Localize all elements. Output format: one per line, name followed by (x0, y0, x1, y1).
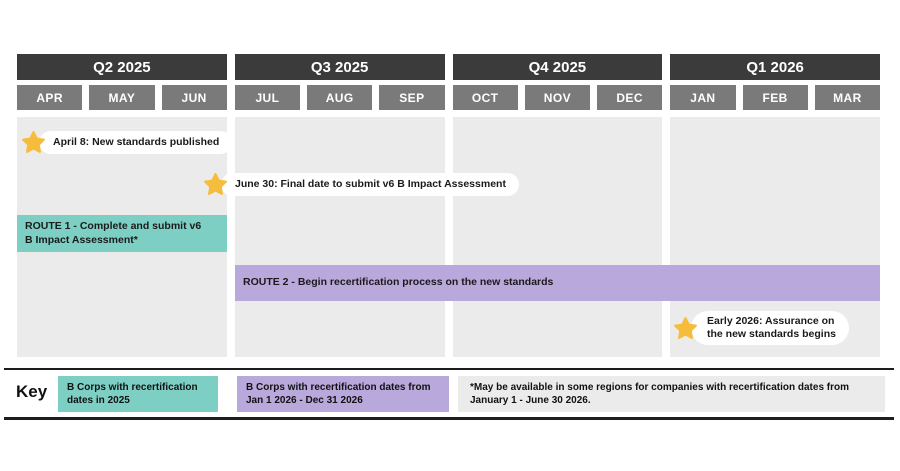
route1-bar: ROUTE 1 - Complete and submit v6 B Impac… (17, 215, 227, 252)
divider-top (4, 368, 894, 370)
quarter-q2-2025: Q2 2025 APR MAY JUN (17, 54, 227, 357)
key-label: Key (16, 382, 48, 401)
quarter-header: Q4 2025 (452, 54, 663, 80)
month-header-nov: NOV (524, 85, 590, 110)
month-header-mar: MAR (814, 85, 880, 110)
divider-bottom (4, 417, 894, 420)
quarter-header: Q2 2025 (17, 54, 227, 80)
month-row: OCT NOV DEC (452, 85, 663, 110)
milestone-label: April 8: New standards published (39, 130, 233, 155)
timeline: Q2 2025 APR MAY JUN Q3 2025 JUL AUG SEP (17, 54, 880, 357)
month-header-sep: SEP (379, 85, 445, 110)
star-icon (22, 131, 45, 153)
quarter-q4-2025: Q4 2025 OCT NOV DEC (452, 54, 663, 357)
key-swatch-recert-2026: B Corps with recertification dates from … (237, 376, 449, 412)
milestone-label: June 30: Final date to submit v6 B Impac… (221, 172, 519, 197)
quarter-body-panel (452, 117, 663, 357)
month-row: JUL AUG SEP (234, 85, 445, 110)
month-header-jun: JUN (161, 85, 227, 110)
month-header-jan: JAN (670, 85, 736, 110)
month-header-aug: AUG (307, 85, 373, 110)
quarter-header: Q1 2026 (670, 54, 880, 80)
star-icon (204, 173, 227, 195)
quarter-header: Q3 2025 (234, 54, 445, 80)
month-header-feb: FEB (742, 85, 808, 110)
star-icon (674, 316, 697, 339)
quarter-q3-2025: Q3 2025 JUL AUG SEP (234, 54, 445, 357)
milestone-june30: June 30: Final date to submit v6 B Impac… (203, 172, 519, 197)
month-row: APR MAY JUN (17, 85, 227, 110)
month-header-apr: APR (17, 85, 83, 110)
month-header-may: MAY (89, 85, 155, 110)
route2-bar: ROUTE 2 - Begin recertification process … (235, 265, 880, 301)
month-header-dec: DEC (597, 85, 663, 110)
month-row: JAN FEB MAR (670, 85, 880, 110)
milestone-label: Early 2026: Assurance on the new standar… (691, 311, 849, 346)
month-header-oct: OCT (452, 85, 518, 110)
key-swatch-recert-2025: B Corps with recertification dates in 20… (58, 376, 218, 412)
footnote: *May be available in some regions for co… (458, 376, 885, 412)
month-header-jul: JUL (234, 85, 300, 110)
quarter-body-panel (234, 117, 445, 357)
milestone-april8: April 8: New standards published (21, 130, 233, 155)
milestone-early2026: Early 2026: Assurance on the new standar… (673, 311, 849, 346)
